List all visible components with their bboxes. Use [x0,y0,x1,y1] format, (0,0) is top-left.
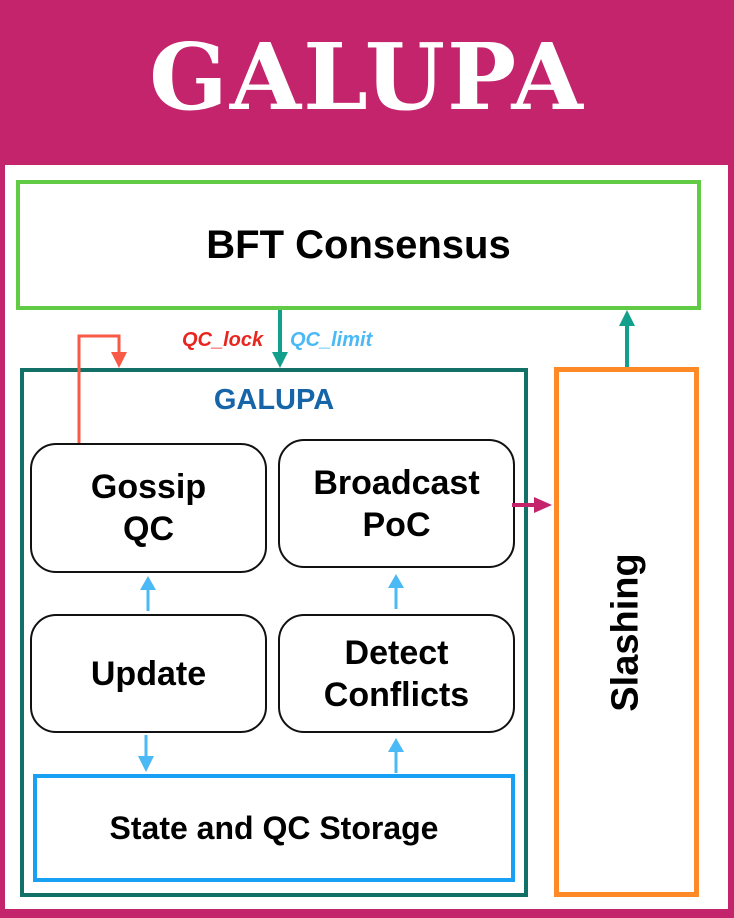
galupa-module-label: GALUPA [213,384,335,416]
gossip-qc-node: Gossip QC [30,443,267,573]
update-node: Update [30,614,267,733]
bft-consensus-label: BFT Consensus [206,222,511,267]
detect-conflicts-label: Detect Conflicts [323,633,470,714]
update-label: Update [90,654,207,693]
bft-consensus-box: BFT Consensus [16,180,701,310]
qc-limit-label: QC_limit [290,329,373,351]
broadcast-poc-label: Broadcast PoC [313,463,480,544]
page-title: GALUPA [149,23,585,131]
gossip-qc-label: Gossip QC [90,468,207,548]
state-qc-storage-box: State and QC Storage [33,774,515,882]
galupa-module-box [20,368,528,897]
slashing-label: Slashing [605,552,647,712]
broadcast-poc-node: Broadcast PoC [278,439,515,568]
qc-lock-label: QC_lock [182,329,264,351]
state-qc-storage-label: State and QC Storage [109,809,439,846]
slashing-box: Slashing [554,367,699,897]
detect-conflicts-node: Detect Conflicts [278,614,515,733]
